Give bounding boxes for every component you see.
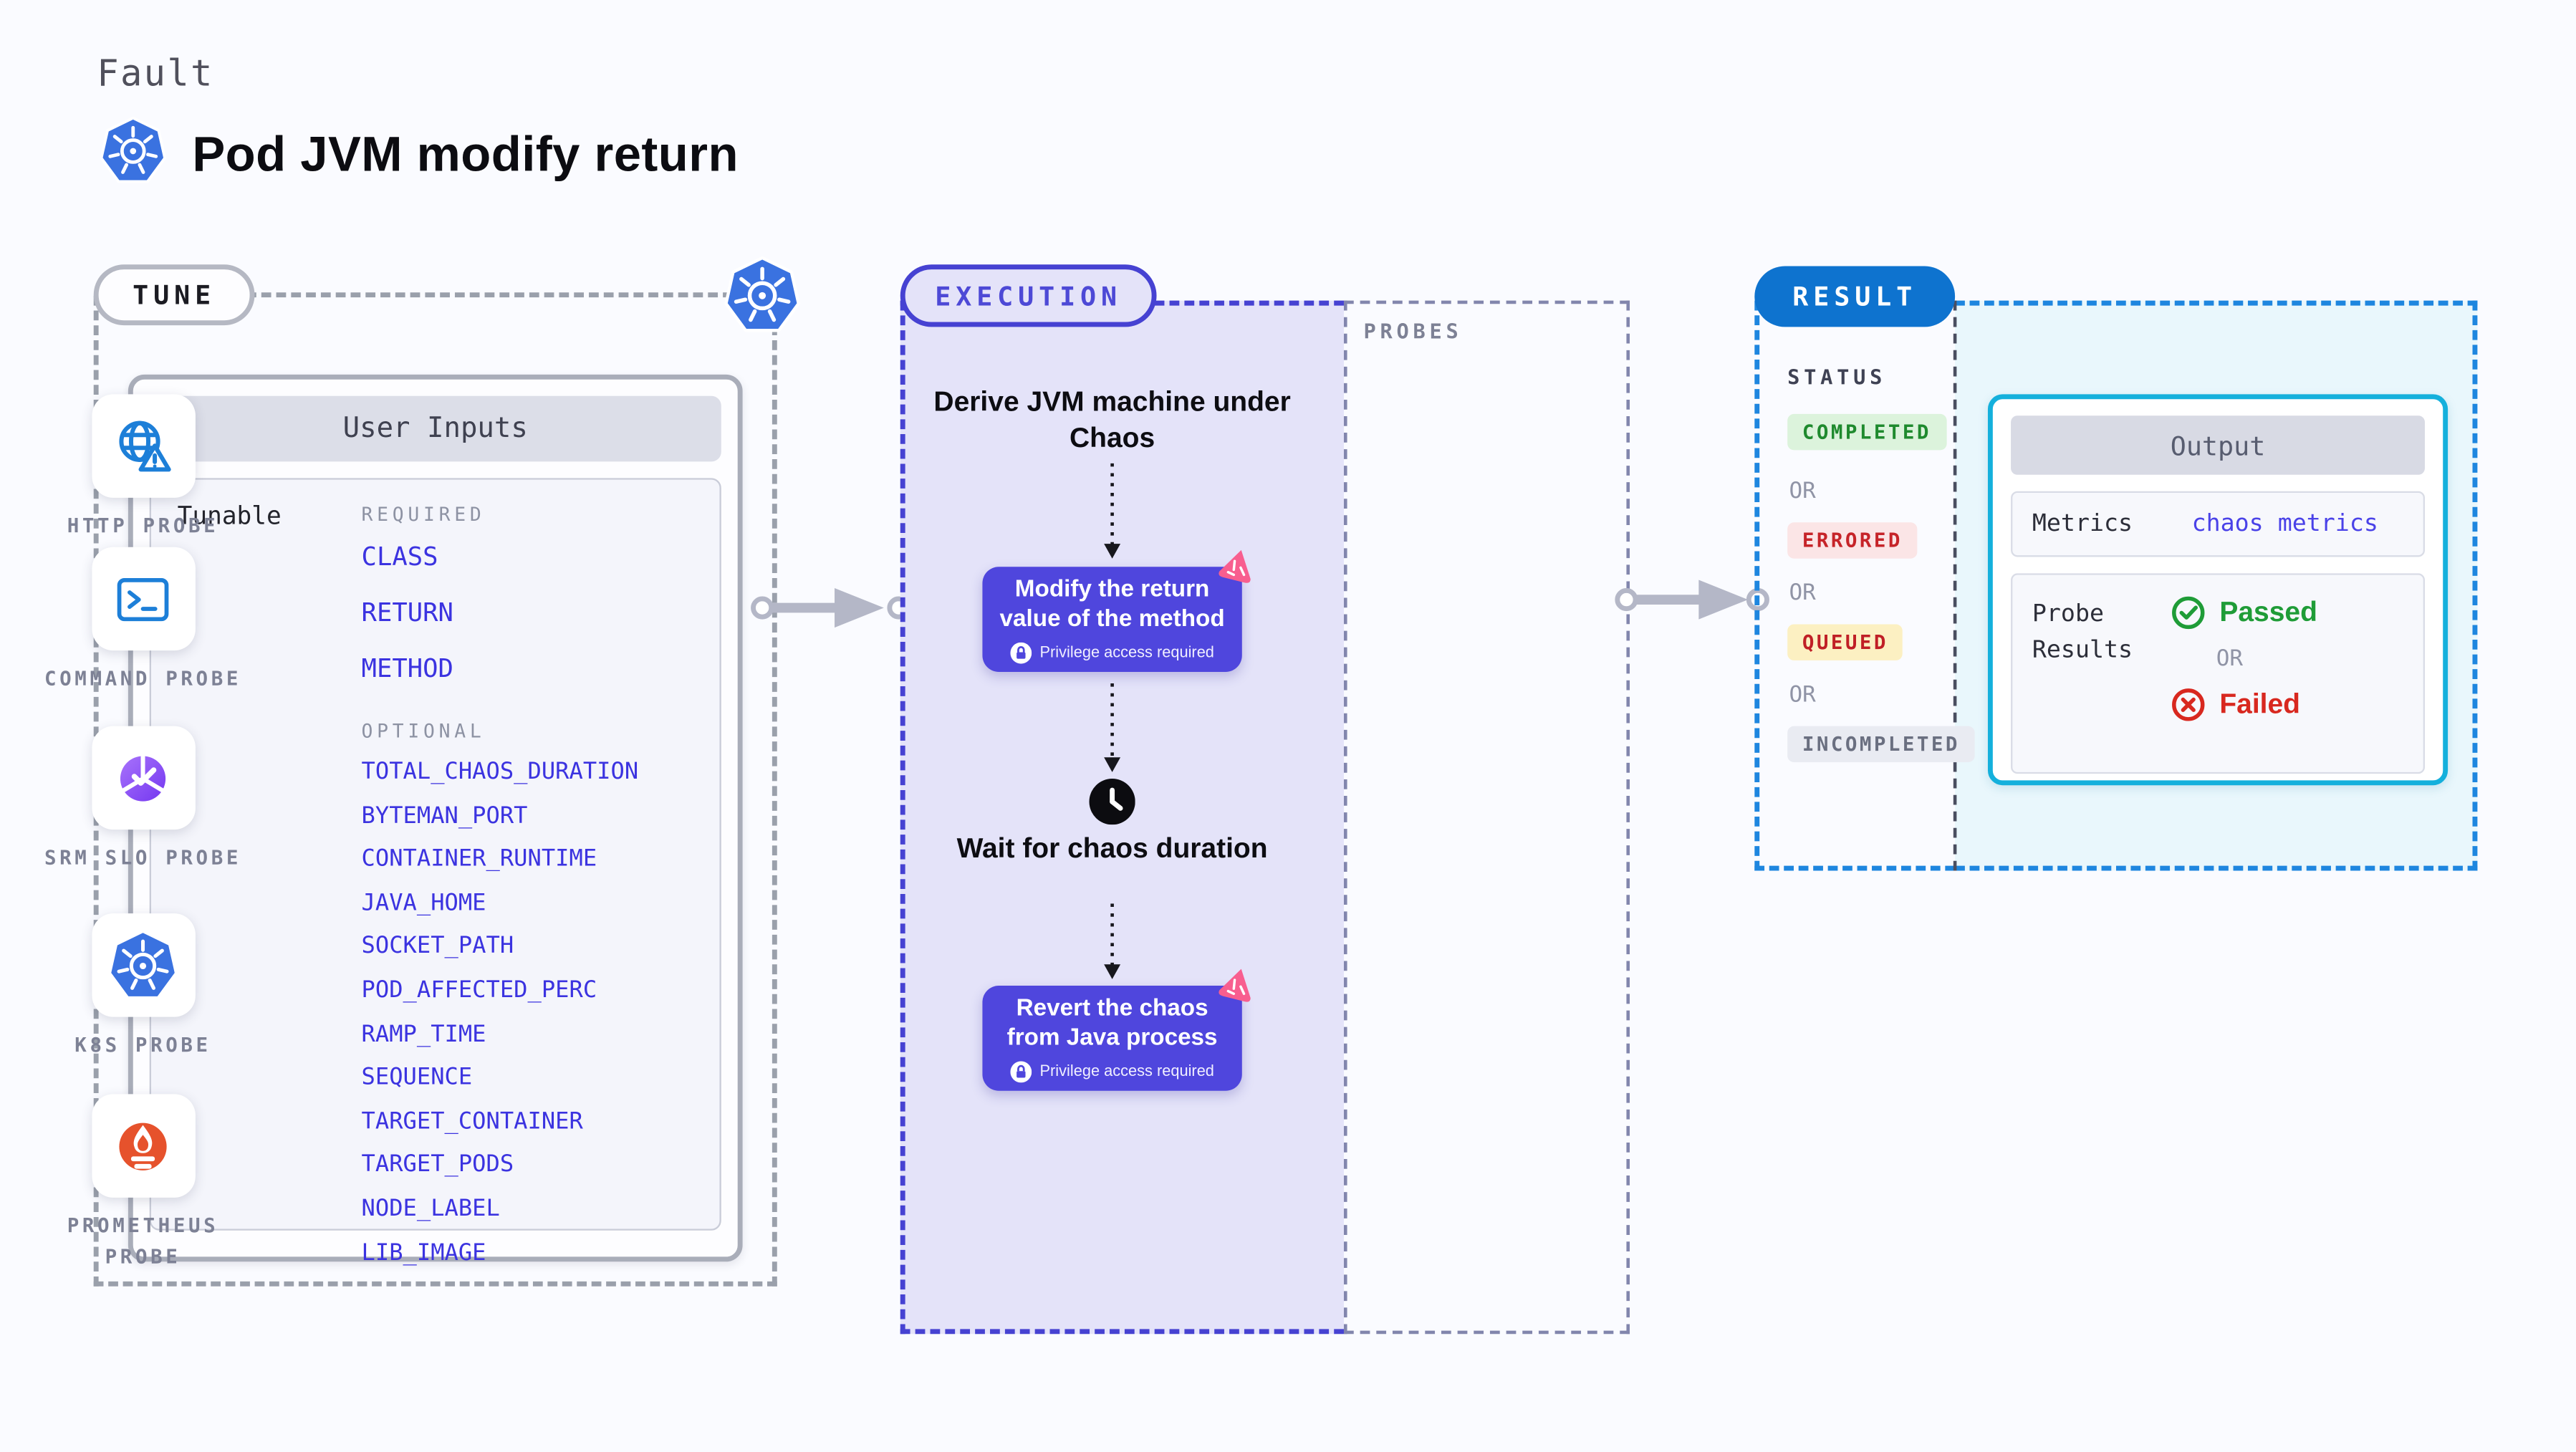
step-modify-box: Modify the return value of the method Pr…: [982, 567, 1241, 672]
probe-item: COMMAND PROBE: [0, 547, 286, 694]
user-inputs-title: User Inputs: [149, 395, 721, 462]
status-badge-completed: COMPLETED: [1787, 413, 1946, 451]
param-link[interactable]: SOCKET_PATH: [361, 933, 514, 961]
output-card: Output Metrics chaos metrics Probe Resul…: [1987, 394, 2448, 786]
tunable-label: Tunable: [177, 501, 282, 531]
status-output-divider: [1953, 300, 1957, 871]
probe-item: HTTP PROBE: [0, 394, 286, 541]
tune-to-execution-arrow: [751, 588, 910, 628]
probe-label: SRM SLO PROBE: [44, 846, 242, 870]
probe-item: K8S PROBE: [0, 913, 286, 1060]
x-circle-icon: [2172, 688, 2205, 721]
command-probe-card[interactable]: [91, 547, 195, 651]
param-link[interactable]: NODE_LABEL: [361, 1196, 500, 1223]
prometheus-probe-card[interactable]: [91, 1094, 195, 1198]
param-link[interactable]: TARGET_CONTAINER: [361, 1108, 583, 1135]
param-link[interactable]: SEQUENCE: [361, 1064, 473, 1092]
param-link[interactable]: CLASS: [361, 542, 438, 572]
or-label: OR: [2216, 645, 2244, 672]
probe-results-label: Probe Results: [2032, 601, 2133, 663]
title-row: Pod JVM modify return: [99, 117, 739, 194]
status-badge-incompleted: INCOMPLETED: [1787, 726, 1975, 763]
probe-label: COMMAND PROBE: [44, 667, 242, 691]
chaos-metrics-link[interactable]: chaos metrics: [2191, 511, 2378, 537]
clock-icon: [1089, 779, 1135, 825]
param-link[interactable]: METHOD: [361, 653, 453, 684]
passed-label: Passed: [2219, 596, 2317, 628]
param-link[interactable]: TARGET_PODS: [361, 1152, 514, 1179]
or-label: OR: [1789, 580, 1816, 607]
step-revert-box: Revert the chaos from Java process Privi…: [982, 986, 1241, 1091]
probe-label: HTTP PROBE: [67, 514, 219, 537]
flow-arrow-down: [1104, 463, 1121, 559]
output-title: Output: [2011, 415, 2426, 475]
step-wait-label: Wait for chaos duration: [956, 832, 1268, 865]
tunable-list: Tunable REQUIRED CLASS RETURN METHOD OPT…: [149, 478, 721, 1266]
param-link[interactable]: JAVA_HOME: [361, 890, 486, 917]
probe-item: PROMETHEUS PROBE: [0, 1094, 286, 1271]
tune-badge: TUNE: [93, 264, 255, 326]
status-label: STATUS: [1787, 365, 1887, 390]
terminal-icon: [117, 577, 169, 621]
optional-section-label: OPTIONAL: [361, 719, 486, 743]
execution-badge: EXECUTION: [900, 264, 1157, 327]
probe-label: PROMETHEUS PROBE: [67, 1213, 219, 1268]
lock-icon: [1010, 1061, 1032, 1083]
result-badge: RESULT: [1754, 266, 1956, 327]
probe-results-row: Probe Results Passed OR Failed: [2011, 573, 2426, 774]
param-link[interactable]: LIB_IMAGE: [361, 1239, 486, 1266]
metrics-label: Metrics: [2032, 511, 2133, 537]
slo-donut-icon: [120, 753, 166, 801]
privilege-note: Privilege access required: [1039, 644, 1214, 663]
step-modify-label: Modify the return value of the method: [999, 576, 1225, 633]
fault-eyebrow: Fault: [97, 54, 214, 96]
status-region: [1754, 300, 1956, 871]
status-badge-queued: QUEUED: [1787, 624, 1903, 660]
flow-arrow-down: [1104, 903, 1121, 979]
srm-slo-probe-card[interactable]: [91, 726, 195, 830]
step-derive-label: Derive JVM machine under Chaos: [933, 385, 1291, 454]
k8s-probe-card[interactable]: [91, 913, 195, 1017]
page-title: Pod JVM modify return: [192, 127, 739, 182]
probes-label: PROBES: [1363, 318, 1463, 344]
step-revert-label: Revert the chaos from Java process: [1006, 995, 1218, 1052]
kubernetes-icon: [99, 117, 168, 194]
or-label: OR: [1789, 478, 1816, 505]
kubernetes-icon: [723, 256, 802, 335]
param-link[interactable]: POD_AFFECTED_PERC: [361, 977, 597, 1004]
probes-region: [1343, 300, 1630, 1335]
failed-label: Failed: [2219, 688, 2301, 720]
privilege-note: Privilege access required: [1039, 1063, 1214, 1082]
param-link[interactable]: RETURN: [361, 597, 453, 628]
param-link[interactable]: TOTAL_CHAOS_DURATION: [361, 759, 639, 786]
required-section-label: REQUIRED: [361, 502, 486, 526]
probe-item: SRM SLO PROBE: [0, 726, 286, 873]
http-probe-card[interactable]: [91, 394, 195, 498]
kubernetes-icon: [107, 929, 179, 1001]
globe-warning-icon: [119, 420, 171, 471]
prometheus-icon: [119, 1122, 167, 1170]
status-badge-errored: ERRORED: [1787, 522, 1918, 559]
tune-dashed-connector: [246, 292, 733, 298]
probe-label: K8S PROBE: [75, 1033, 211, 1057]
param-link[interactable]: RAMP_TIME: [361, 1021, 486, 1048]
param-link[interactable]: BYTEMAN_PORT: [361, 802, 528, 830]
check-circle-icon: [2172, 596, 2205, 630]
or-label: OR: [1789, 681, 1816, 708]
param-link[interactable]: CONTAINER_RUNTIME: [361, 846, 597, 873]
flow-arrow-down: [1104, 683, 1121, 772]
metrics-row: Metrics chaos metrics: [2011, 491, 2426, 557]
execution-to-result-arrow: [1615, 580, 1769, 620]
lock-icon: [1010, 642, 1032, 664]
